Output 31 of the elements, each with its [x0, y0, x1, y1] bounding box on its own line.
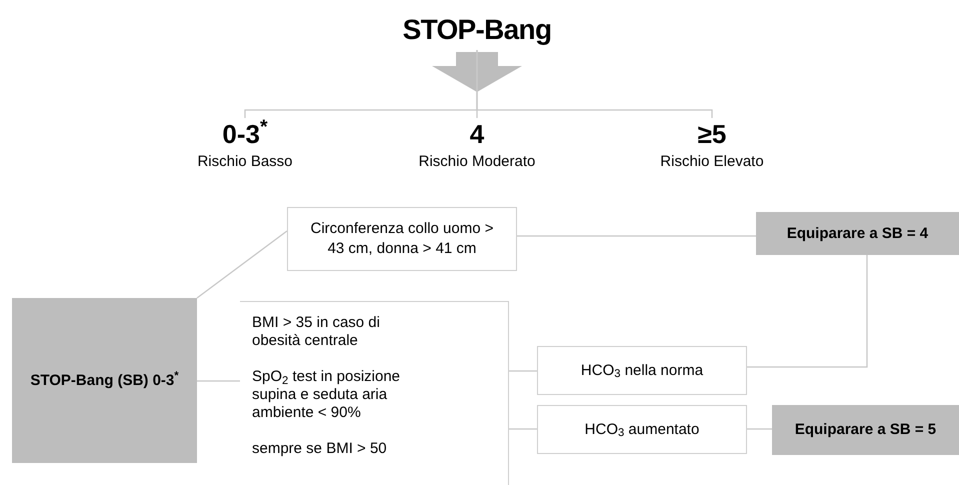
box-text: Circonferenza collo uomo > 43 cm, donna > 41 cm — [309, 219, 494, 259]
connector-line — [747, 428, 772, 430]
risk-label: Rischio Elevato — [660, 152, 764, 172]
risk-label: Rischio Basso — [197, 152, 293, 172]
criteria-text: sempre se BMI > 50 — [252, 440, 388, 458]
criteria-box — [537, 346, 747, 395]
criteria-box — [287, 207, 517, 271]
connector-line — [747, 255, 868, 368]
connector-line — [197, 380, 240, 382]
score-value: 0-3$^{*}$ — [222, 118, 268, 150]
result-box — [756, 212, 959, 255]
score-value: 4 — [470, 118, 484, 150]
criteria-box — [537, 405, 747, 454]
box-text: Equiparare a SB = 4 — [786, 224, 928, 244]
criteria-text: SpO$_{2}$ test in posizione supina e seduta aria ambiente < 90% — [252, 368, 402, 422]
box-text: HCO$_{3}$ aumentato — [584, 420, 700, 440]
criteria-text: BMI > 35 in caso di obesità centrale — [252, 314, 381, 350]
result-box — [12, 298, 197, 463]
criteria-box — [240, 301, 509, 485]
score-value: ≥5 — [698, 118, 726, 150]
title-text: STOP-Bang — [402, 13, 552, 47]
connector-line — [476, 50, 713, 118]
connector-line — [196, 230, 288, 299]
box-text: STOP-Bang (SB) 0-3$^{*}$ — [30, 370, 179, 390]
connector-line — [509, 370, 537, 372]
result-box — [772, 405, 959, 455]
risk-label: Rischio Moderato — [418, 152, 536, 172]
connector-line — [517, 235, 756, 237]
box-text: Equiparare a SB = 5 — [794, 420, 936, 440]
box-text: HCO$_{3}$ nella norma — [580, 360, 704, 380]
connector-line — [509, 428, 537, 430]
